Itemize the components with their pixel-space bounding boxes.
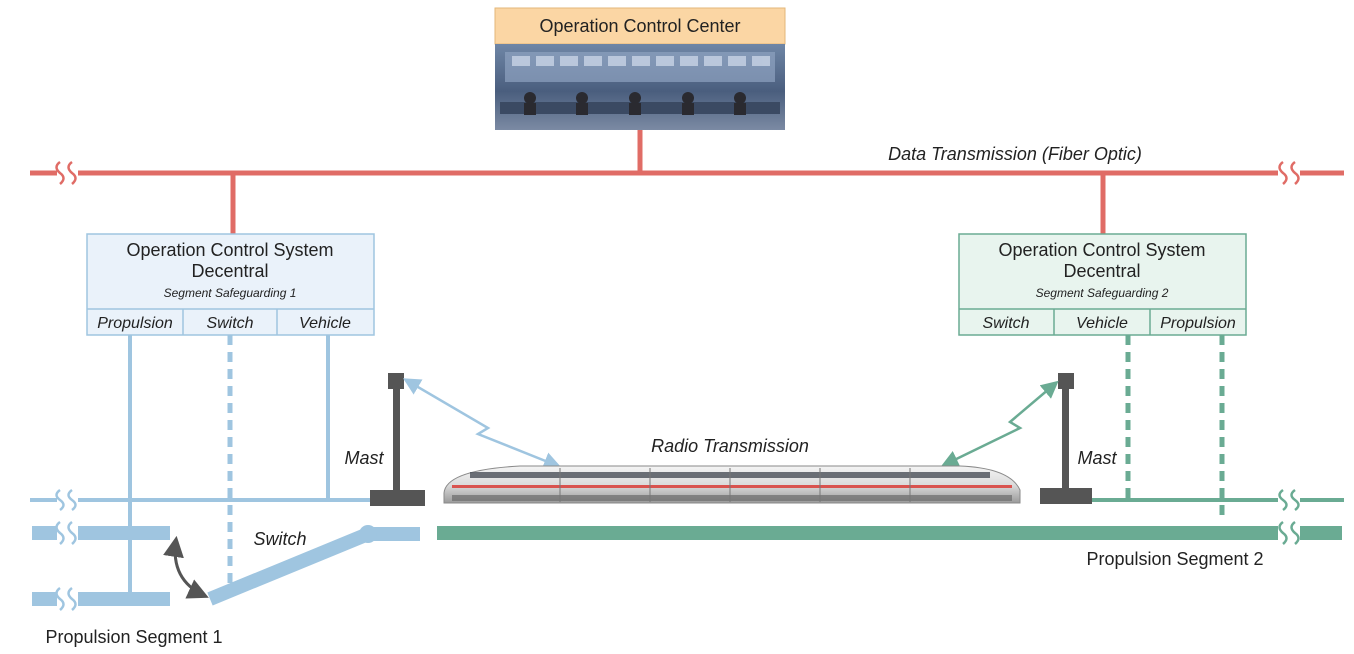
- segment-2-lines: [1090, 335, 1344, 520]
- data-transmission-bus: [30, 130, 1344, 234]
- control-center-title: Operation Control Center: [539, 16, 740, 36]
- switch-motion-arrow: [163, 535, 209, 599]
- system-left-cell-switch: Switch: [206, 315, 253, 332]
- maglev-train-image: [443, 465, 1021, 504]
- radio-link-left-arrow: [402, 378, 562, 469]
- mast-left-label: Mast: [344, 448, 384, 468]
- radio-transmission-label: Radio Transmission: [651, 436, 809, 456]
- operation-control-center: Operation Control Center: [494, 7, 786, 130]
- system-left-cell-propulsion: Propulsion: [97, 315, 173, 332]
- switch-pivot: [359, 525, 377, 543]
- segment-2-guideway: [437, 520, 1342, 545]
- control-system-right: Operation Control System Decentral Segme…: [958, 233, 1247, 336]
- segment-1-lines: [30, 335, 390, 600]
- system-left-subtitle: Segment Safeguarding 1: [164, 286, 297, 300]
- control-system-left: Operation Control System Decentral Segme…: [86, 233, 375, 336]
- propulsion-segment-2-label: Propulsion Segment 2: [1086, 549, 1263, 569]
- data-transmission-label: Data Transmission (Fiber Optic): [888, 144, 1142, 164]
- radio-link-right-arrow: [940, 380, 1059, 467]
- system-left-title-line1: Operation Control System: [126, 240, 333, 260]
- system-right-cell-vehicle: Vehicle: [1076, 315, 1128, 332]
- mast-right-label: Mast: [1077, 448, 1117, 468]
- system-left-title-line2: Decentral: [191, 261, 268, 281]
- system-right-cell-switch: Switch: [982, 315, 1029, 332]
- control-room-image: [495, 44, 785, 130]
- mast-left: [370, 373, 425, 506]
- mast-right: [1040, 373, 1092, 504]
- system-right-title-line1: Operation Control System: [998, 240, 1205, 260]
- switch-beam: [207, 527, 371, 606]
- switch-label: Switch: [253, 529, 306, 549]
- system-right-title-line2: Decentral: [1063, 261, 1140, 281]
- system-right-cell-propulsion: Propulsion: [1160, 315, 1236, 332]
- system-left-cell-vehicle: Vehicle: [299, 315, 351, 332]
- system-right-subtitle: Segment Safeguarding 2: [1036, 286, 1169, 300]
- propulsion-segment-1-label: Propulsion Segment 1: [45, 627, 222, 647]
